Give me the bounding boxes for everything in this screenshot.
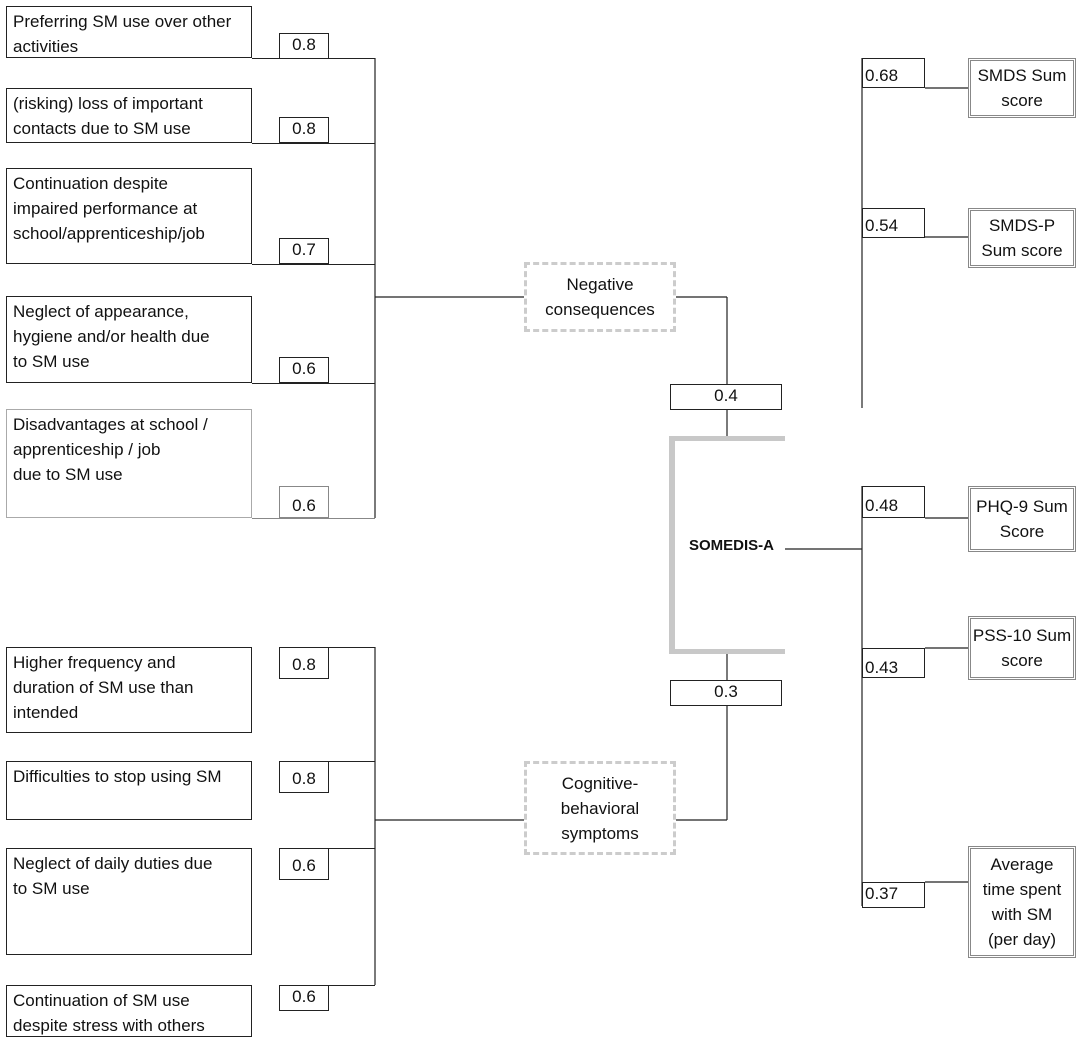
latent-somedis-a: SOMEDIS-A [669,436,785,654]
loading-disadvantages-school: 0.6 [279,486,329,518]
connector [252,264,375,265]
item-impaired-performance: Continuation despite impaired performanc… [6,168,252,264]
loading-cognitive-behavioral: 0.3 [670,680,782,706]
item-disadvantages-school: Disadvantages at school / apprenticeship… [6,409,252,518]
item-neglect-duties: Neglect of daily duties due to SM use [6,848,252,955]
item-difficulties-stop: Difficulties to stop using SM [6,761,252,820]
loading-difficulties-stop: 0.8 [279,761,329,793]
item-higher-frequency: Higher frequency and duration of SM use … [6,647,252,733]
loading-higher-frequency: 0.8 [279,647,329,679]
outcome-pss10: PSS-10 Sum score [968,616,1076,680]
loading-impaired-performance: 0.7 [279,238,329,264]
outcome-smds: SMDS Sum score [968,58,1076,118]
item-neglect-appearance: Neglect of appearance, hygiene and/or he… [6,296,252,383]
connector [329,985,375,986]
loading-neglect-appearance: 0.6 [279,357,329,383]
correlation-smds-p: 0.54 [862,208,925,238]
connector [329,848,375,849]
loading-preferring-sm: 0.8 [279,33,329,59]
outcome-average-time: Average time spent with SM (per day) [968,846,1076,958]
loading-loss-contacts: 0.8 [279,117,329,143]
connector [329,761,375,762]
factor-negative-consequences: Negative consequences [524,262,676,332]
correlation-pss10: 0.43 [862,648,925,678]
connector [329,647,375,648]
connector [252,518,375,519]
item-continuation-stress: Continuation of SM use despite stress wi… [6,985,252,1037]
correlation-smds: 0.68 [862,58,925,88]
loading-negative-consequences: 0.4 [670,384,782,410]
factor-cognitive-behavioral: Cognitive- behavioral symptoms [524,761,676,855]
loading-continuation-stress: 0.6 [279,985,329,1011]
item-preferring-sm: Preferring SM use over other activities [6,6,252,58]
outcome-smds-p: SMDS-P Sum score [968,208,1076,268]
item-loss-contacts: (risking) loss of important contacts due… [6,88,252,143]
loading-neglect-duties: 0.6 [279,848,329,880]
connector [252,143,375,144]
connector [252,58,375,59]
connector [252,383,375,384]
correlation-average-time: 0.37 [862,882,925,908]
correlation-phq9: 0.48 [862,486,925,518]
outcome-phq9: PHQ-9 Sum Score [968,486,1076,552]
